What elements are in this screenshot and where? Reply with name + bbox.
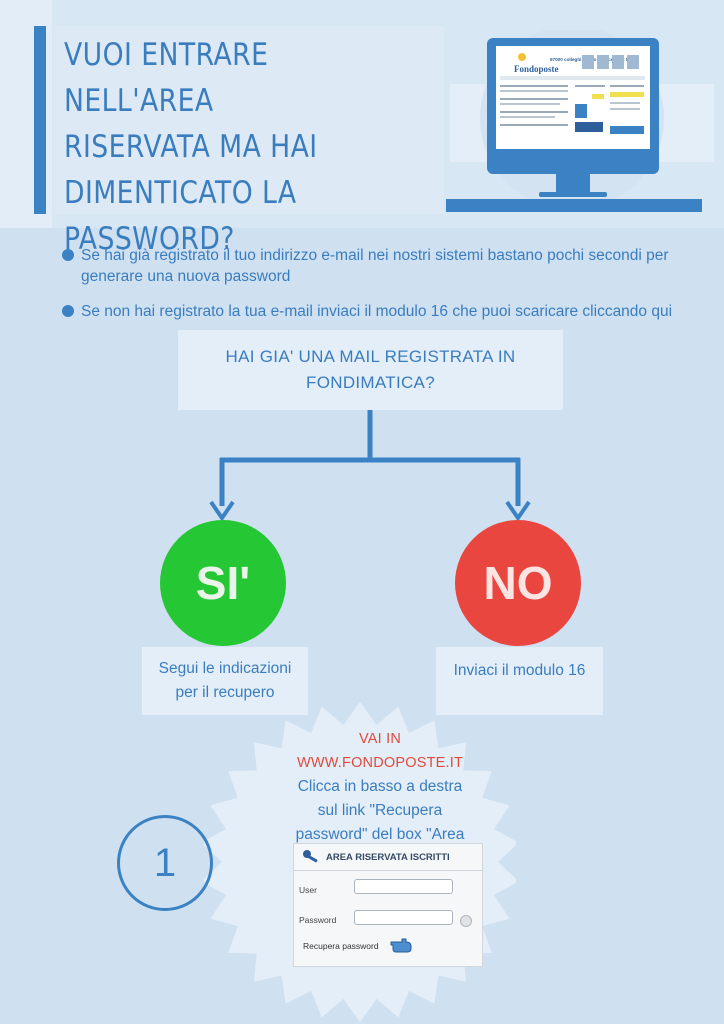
bullet-dot-icon bbox=[62, 249, 74, 261]
login-box-header: AREA RISERVATA ISCRITTI bbox=[294, 844, 482, 871]
bullet-dot-icon bbox=[62, 305, 74, 317]
no-label: NO bbox=[483, 557, 553, 609]
bullet-text: Se hai già registrato il tuo indirizzo e… bbox=[81, 247, 669, 285]
yes-circle: SI' bbox=[160, 520, 286, 646]
login-go-button[interactable] bbox=[460, 915, 472, 927]
title-accent-bar bbox=[34, 26, 46, 214]
title-box bbox=[54, 26, 444, 214]
yes-answer-box: Segui le indicazioni per il recupero bbox=[142, 647, 308, 715]
arrow-down-icon bbox=[505, 500, 531, 522]
recover-password-link[interactable]: Recupera password bbox=[303, 941, 379, 951]
info-bullet: Se non hai registrato la tua e-mail invi… bbox=[62, 301, 702, 323]
user-field[interactable] bbox=[354, 879, 453, 894]
title-line: VUOI ENTRARE NELL'AREA bbox=[64, 37, 269, 119]
page-title: VUOI ENTRARE NELL'AREA RISERVATA MA HAI … bbox=[64, 32, 391, 262]
key-icon bbox=[303, 850, 318, 863]
monitor-brand: Fondoposte bbox=[514, 64, 559, 74]
flow-question: HAI GIA' UNA MAIL REGISTRATA IN FONDIMAT… bbox=[178, 330, 563, 410]
no-answer-text: Inviaci il modulo 16 bbox=[453, 662, 586, 679]
bullet-text: Se non hai registrato la tua e-mail invi… bbox=[81, 303, 673, 320]
password-field[interactable] bbox=[354, 910, 453, 925]
title-line: PASSWORD? bbox=[64, 221, 235, 257]
step-number-circle: 1 bbox=[117, 815, 213, 911]
login-box-title: AREA RISERVATA ISCRITTI bbox=[326, 852, 450, 863]
title-line: RISERVATA MA HAI bbox=[64, 129, 318, 165]
yes-answer-text: Segui le indicazioni per il recupero bbox=[158, 660, 292, 701]
step-number: 1 bbox=[153, 840, 177, 885]
arrow-down-icon bbox=[209, 500, 235, 522]
yes-label: SI' bbox=[195, 557, 251, 609]
flow-question-text: HAI GIA' UNA MAIL REGISTRATA IN FONDIMAT… bbox=[225, 347, 516, 392]
info-bullet: Se hai già registrato il tuo indirizzo e… bbox=[62, 245, 702, 289]
site-link-text: VAI IN WWW.FONDOPOSTE.IT bbox=[296, 731, 464, 771]
password-label: Password bbox=[299, 915, 337, 925]
no-circle: NO bbox=[455, 520, 581, 646]
flow-connector bbox=[209, 410, 531, 522]
title-line: DIMENTICATO LA bbox=[64, 175, 297, 211]
user-label: User bbox=[299, 885, 317, 895]
monitor-icon: Fondoposte 97000 colleghi hanno già scel… bbox=[446, 30, 702, 212]
login-box-illustration: AREA RISERVATA ISCRITTI User Password Re… bbox=[293, 843, 483, 967]
no-answer-box: Inviaci il modulo 16 bbox=[436, 647, 603, 715]
pointing-hand-icon bbox=[390, 938, 412, 953]
